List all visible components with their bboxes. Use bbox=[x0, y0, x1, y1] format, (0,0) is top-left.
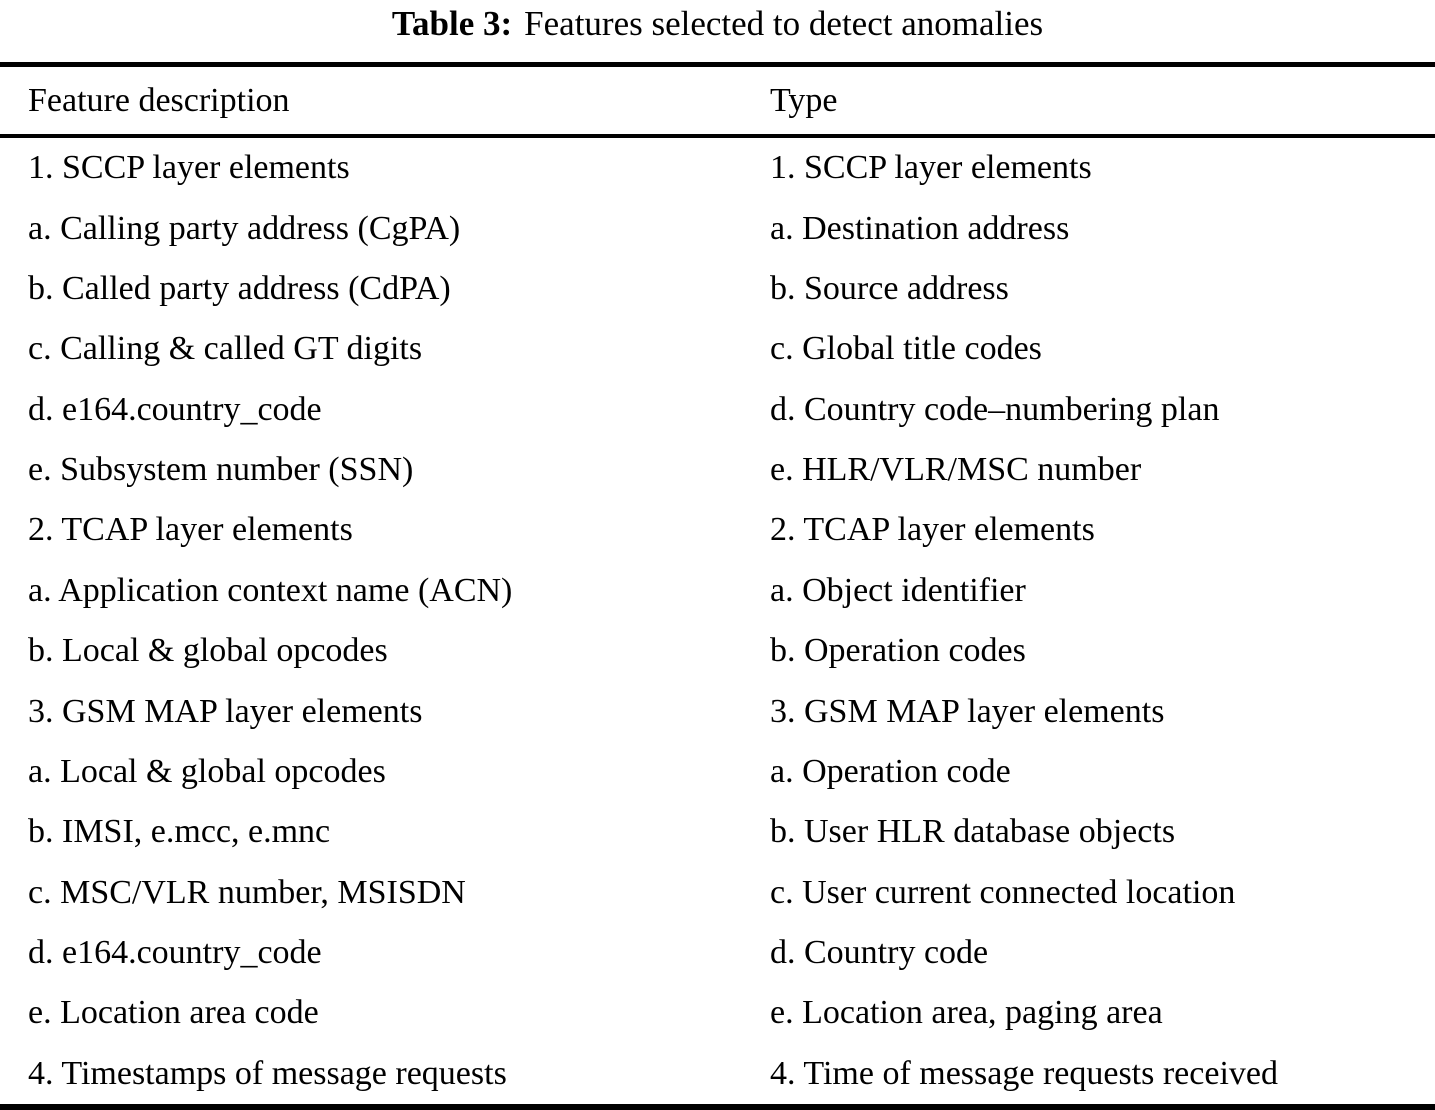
feature-cell: 3. GSM MAP layer elements bbox=[28, 692, 423, 730]
table-row: d. e164.country_code d. Country code bbox=[0, 923, 1435, 983]
table-row: 3. GSM MAP layer elements 3. GSM MAP lay… bbox=[0, 681, 1435, 741]
type-cell: 1. SCCP layer elements bbox=[770, 149, 1092, 187]
type-cell: c. Global title codes bbox=[770, 330, 1042, 368]
feature-cell: e. Subsystem number (SSN) bbox=[28, 451, 414, 489]
feature-cell: a. Local & global opcodes bbox=[28, 752, 386, 790]
type-cell: e. HLR/VLR/MSC number bbox=[770, 451, 1142, 489]
feature-cell: e. Location area code bbox=[28, 994, 319, 1032]
table-row: e. Location area code e. Location area, … bbox=[0, 983, 1435, 1043]
column-header-feature-description: Feature description bbox=[28, 81, 290, 119]
type-cell: e. Location area, paging area bbox=[770, 994, 1163, 1032]
table-row: 1. SCCP layer elements 1. SCCP layer ele… bbox=[0, 138, 1435, 198]
type-cell: 3. GSM MAP layer elements bbox=[770, 692, 1165, 730]
type-cell: b. User HLR database objects bbox=[770, 813, 1176, 851]
type-cell: d. Country code–numbering plan bbox=[770, 390, 1220, 428]
top-rule bbox=[0, 62, 1435, 67]
feature-cell: b. Called party address (CdPA) bbox=[28, 269, 451, 307]
bottom-rule bbox=[0, 1104, 1435, 1110]
table-row: b. IMSI, e.mcc, e.mnc b. User HLR databa… bbox=[0, 802, 1435, 862]
feature-cell: b. Local & global opcodes bbox=[28, 632, 388, 670]
table-row: a. Calling party address (CgPA) a. Desti… bbox=[0, 198, 1435, 258]
header-rule bbox=[0, 134, 1435, 138]
type-cell: 2. TCAP layer elements bbox=[770, 511, 1095, 549]
table-row: d. e164.country_code d. Country code–num… bbox=[0, 380, 1435, 440]
type-cell: 4. Time of message requests received bbox=[770, 1054, 1278, 1092]
table-row: 4. Timestamps of message requests 4. Tim… bbox=[0, 1044, 1435, 1104]
type-cell: b. Operation codes bbox=[770, 632, 1026, 670]
feature-cell: c. Calling & called GT digits bbox=[28, 330, 423, 368]
table-row: c. MSC/VLR number, MSISDN c. User curren… bbox=[0, 863, 1435, 923]
feature-cell: 4. Timestamps of message requests bbox=[28, 1054, 507, 1092]
feature-cell: d. e164.country_code bbox=[28, 390, 322, 428]
table-row: 2. TCAP layer elements 2. TCAP layer ele… bbox=[0, 500, 1435, 560]
type-cell: a. Destination address bbox=[770, 209, 1070, 247]
table-row: c. Calling & called GT digits c. Global … bbox=[0, 319, 1435, 379]
type-cell: b. Source address bbox=[770, 269, 1009, 307]
table-row: b. Local & global opcodes b. Operation c… bbox=[0, 621, 1435, 681]
table-caption-label: Table 3: bbox=[391, 4, 513, 43]
feature-cell: d. e164.country_code bbox=[28, 934, 322, 972]
feature-cell: 1. SCCP layer elements bbox=[28, 149, 350, 187]
table-body: 1. SCCP layer elements 1. SCCP layer ele… bbox=[0, 138, 1435, 1104]
table-caption-text: Features selected to detect anomalies bbox=[524, 4, 1044, 43]
type-cell: a. Object identifier bbox=[770, 571, 1026, 609]
column-header-type: Type bbox=[770, 81, 838, 119]
type-cell: a. Operation code bbox=[770, 752, 1011, 790]
table-header-row: Feature description Type bbox=[0, 67, 1435, 134]
table-row: b. Called party address (CdPA) b. Source… bbox=[0, 259, 1435, 319]
table-row: a. Application context name (ACN) a. Obj… bbox=[0, 561, 1435, 621]
feature-cell: b. IMSI, e.mcc, e.mnc bbox=[28, 813, 331, 851]
feature-cell: c. MSC/VLR number, MSISDN bbox=[28, 873, 466, 911]
feature-cell: a. Calling party address (CgPA) bbox=[28, 209, 461, 247]
table-row: a. Local & global opcodes a. Operation c… bbox=[0, 742, 1435, 802]
table-row: e. Subsystem number (SSN) e. HLR/VLR/MSC… bbox=[0, 440, 1435, 500]
feature-cell: 2. TCAP layer elements bbox=[28, 511, 353, 549]
feature-cell: a. Application context name (ACN) bbox=[28, 571, 513, 609]
type-cell: c. User current connected location bbox=[770, 873, 1236, 911]
table-caption: Table 3: Features selected to detect ano… bbox=[0, 0, 1435, 62]
type-cell: d. Country code bbox=[770, 934, 989, 972]
